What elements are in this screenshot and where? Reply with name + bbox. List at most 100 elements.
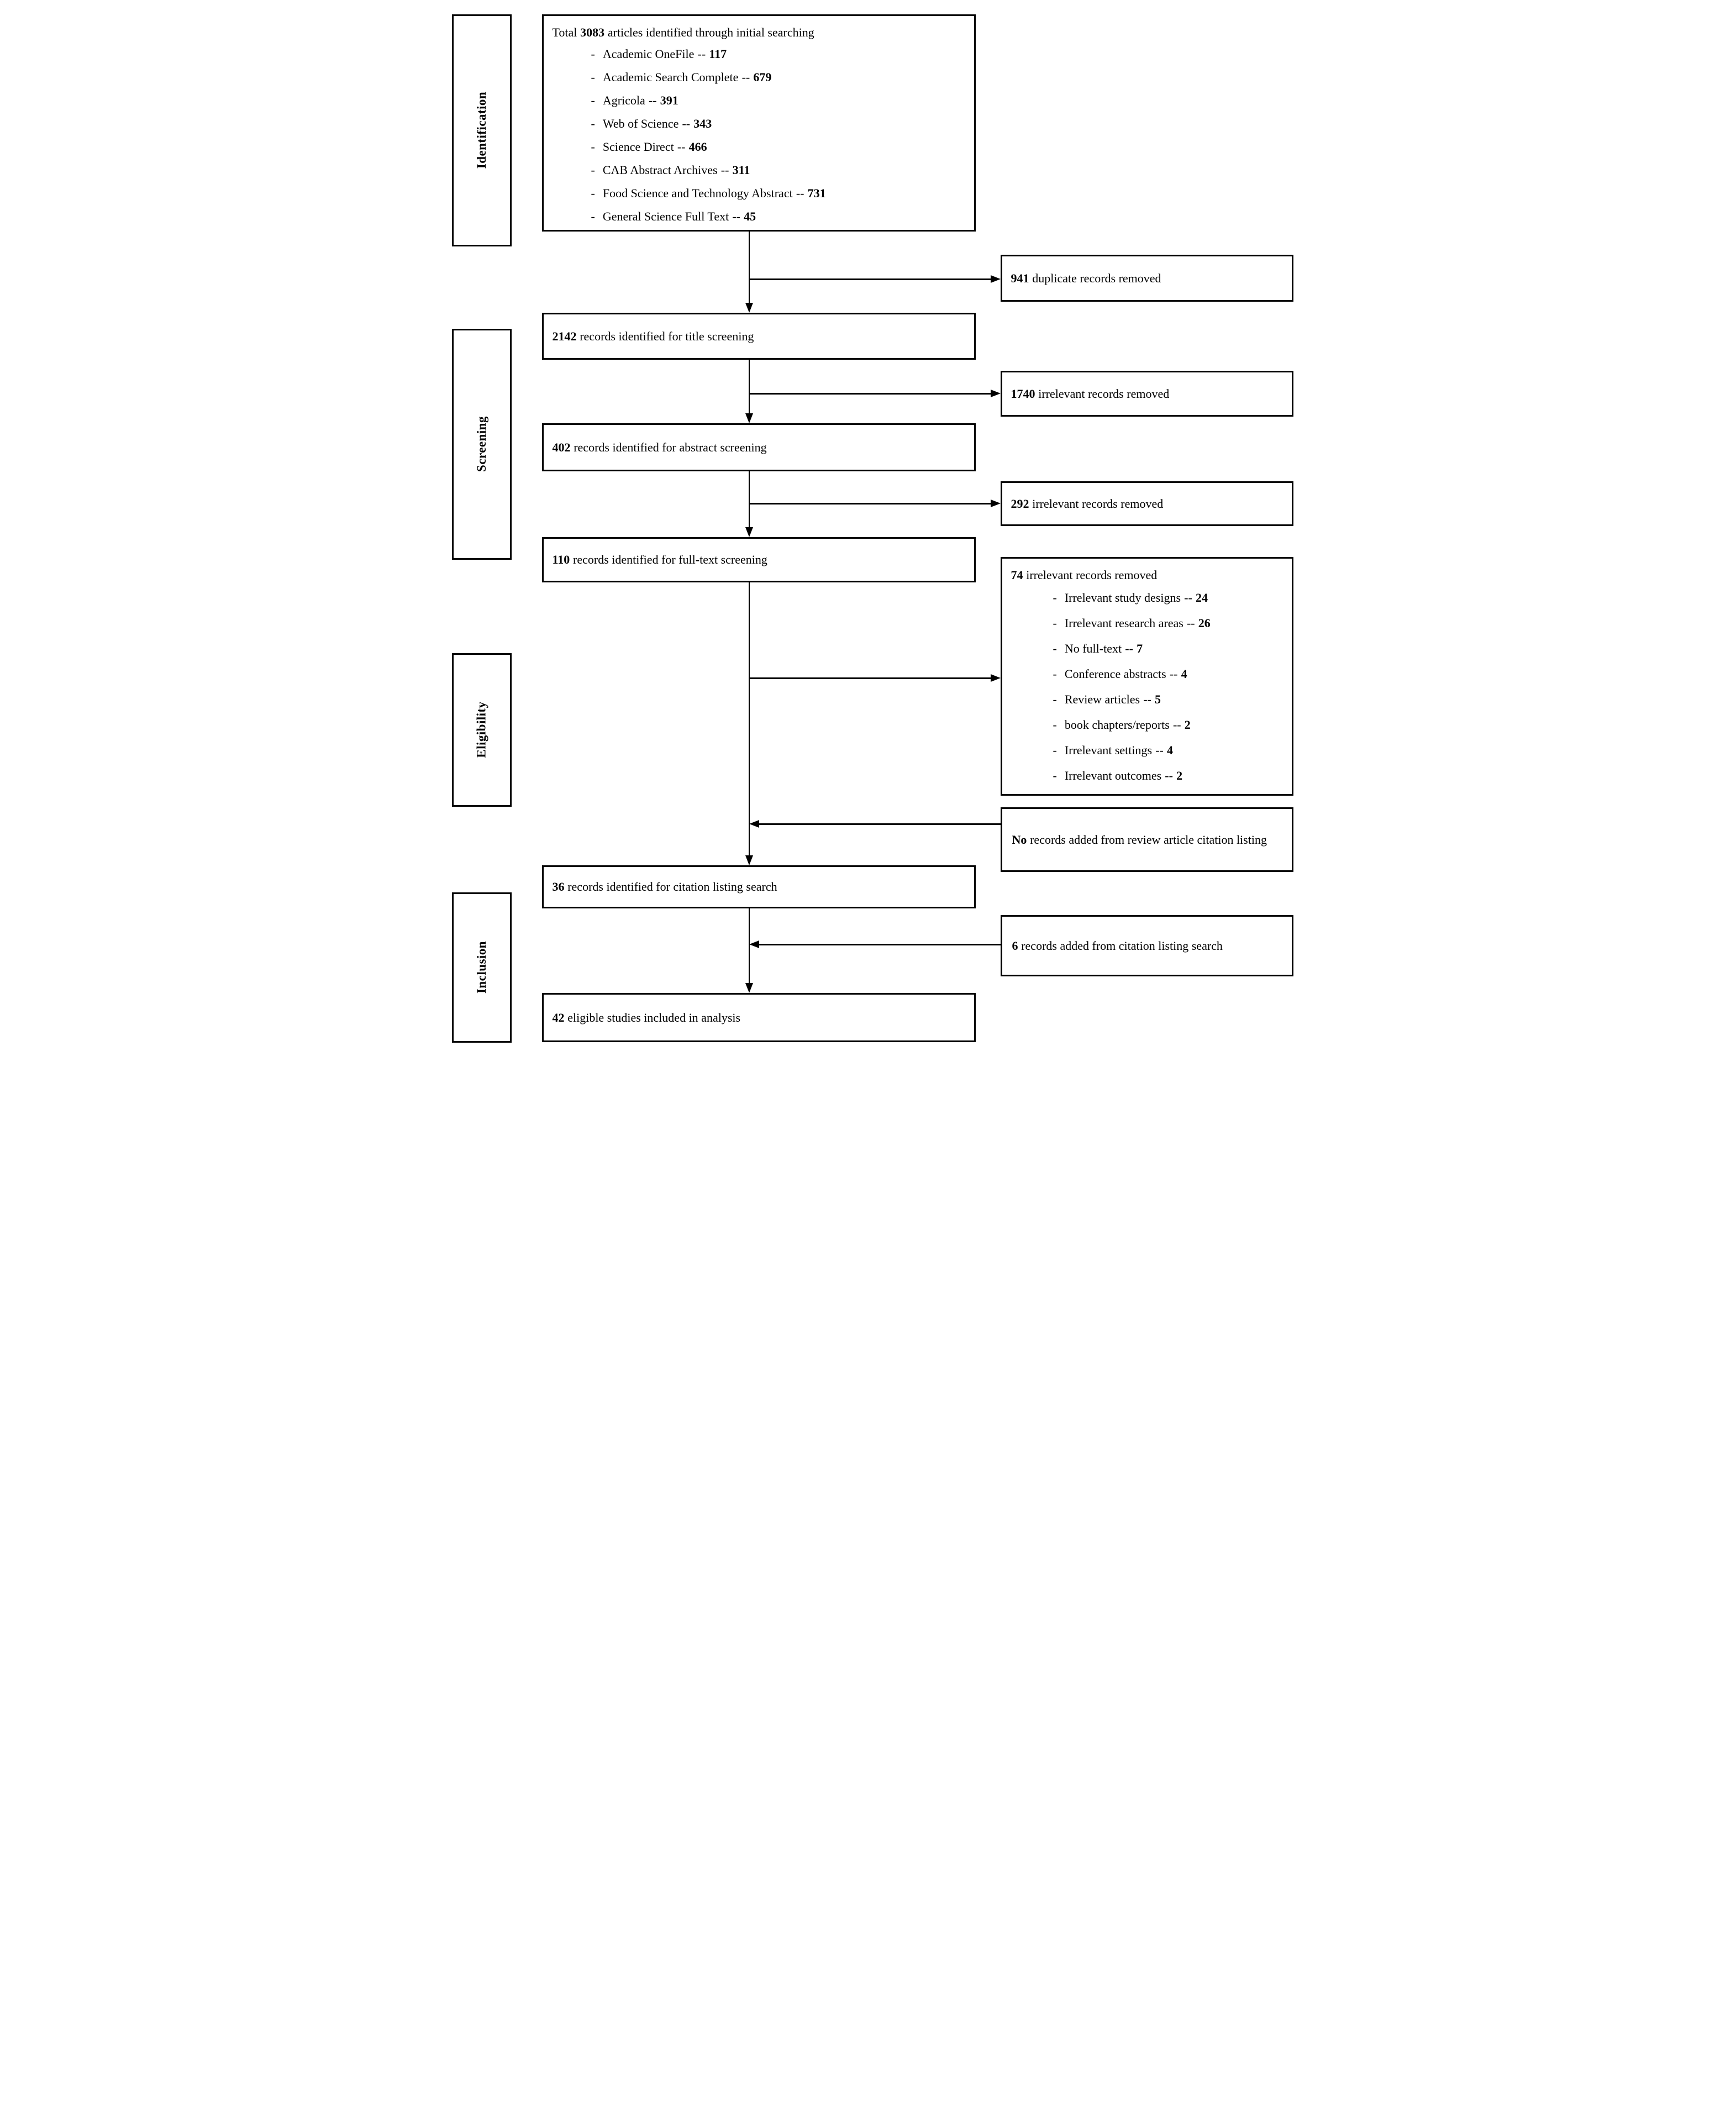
removal-reason-label: Irrelevant outcomes <box>1064 769 1162 783</box>
bullet-dash: - <box>1053 718 1057 732</box>
fulltext-irrelevant-removed-title: 74 irrelevant records removed <box>1011 565 1283 585</box>
source-count: 117 <box>709 47 727 61</box>
connector-to-abstract-irrelevant-removed <box>749 503 991 504</box>
arrowhead-down-title-screening <box>745 303 753 313</box>
bullet-dash: - <box>591 47 595 61</box>
duplicates-removed-count: 941 <box>1011 271 1029 285</box>
removal-reason-label: Irrelevant settings <box>1064 743 1153 758</box>
removal-reason-count: 24 <box>1195 591 1208 605</box>
prisma-flow-diagram: Identification Screening Eligibility Inc… <box>434 0 1302 1056</box>
dash-separator: -- <box>1155 743 1164 758</box>
abstract-irrelevant-removed-text: irrelevant records removed <box>1032 496 1164 511</box>
source-count: 343 <box>693 117 712 131</box>
source-item: - Science Direct -- 466 <box>553 135 965 159</box>
connector-from-citation-added-box <box>758 944 1001 945</box>
removal-reason-item: - Conference abstracts -- 4 <box>1011 661 1283 687</box>
identification-title: Total 3083 articles identified through i… <box>553 23 965 43</box>
stage-label-eligibility: Eligibility <box>474 701 488 759</box>
stage-box-eligibility: Eligibility <box>451 653 512 807</box>
arrowhead-right-abstract-irrelevant-removed <box>990 500 1001 507</box>
arrowhead-left-review-citation <box>749 820 759 828</box>
stage-box-inclusion: Inclusion <box>451 892 512 1043</box>
dash-separator: -- <box>796 186 804 201</box>
bullet-dash: - <box>1053 692 1057 707</box>
bullet-dash: - <box>591 209 595 224</box>
source-label: Science Direct <box>602 140 674 154</box>
title-irrelevant-removed-text: irrelevant records removed <box>1038 386 1170 401</box>
source-label: General Science Full Text <box>602 209 729 224</box>
connector-to-title-irrelevant-removed <box>749 393 991 395</box>
duplicates-removed-box: 941 duplicate records removed <box>1000 255 1293 302</box>
source-label: Academic OneFile <box>602 47 695 61</box>
source-count: 731 <box>807 186 826 201</box>
arrowhead-right-title-irrelevant-removed <box>990 390 1001 397</box>
removal-reason-count: 7 <box>1137 642 1143 656</box>
connector-abstract-to-fulltext <box>748 471 750 528</box>
arrowhead-down-included <box>745 983 753 993</box>
bullet-dash: - <box>1053 769 1057 783</box>
dash-separator: -- <box>1184 591 1192 605</box>
dash-separator: -- <box>732 209 741 224</box>
arrowhead-down-fulltext-screening <box>745 527 753 537</box>
source-item: - CAB Abstract Archives -- 311 <box>553 159 965 182</box>
source-item: - Academic Search Complete -- 679 <box>553 66 965 89</box>
review-citation-added-count: No <box>1012 833 1027 847</box>
bullet-dash: - <box>1053 616 1057 630</box>
dash-separator: -- <box>648 93 657 108</box>
removal-reason-item: - Irrelevant outcomes -- 2 <box>1011 763 1283 789</box>
bullet-dash: - <box>591 70 595 85</box>
source-label: Academic Search Complete <box>602 70 739 85</box>
source-label: Food Science and Technology Abstract <box>602 186 793 201</box>
fulltext-removal-reason-list: - Irrelevant study designs -- 24 - Irrel… <box>1011 585 1283 789</box>
connector-fulltext-to-citation-search <box>748 582 750 856</box>
abstract-screening-text: records identified for abstract screenin… <box>574 440 767 454</box>
title-irrelevant-removed-count: 1740 <box>1011 386 1035 401</box>
arrowhead-down-citation-search <box>745 855 753 865</box>
removal-reason-item: - Review articles -- 5 <box>1011 687 1283 712</box>
dash-separator: -- <box>720 163 729 177</box>
dash-separator: -- <box>677 140 686 154</box>
fulltext-screening-count: 110 <box>552 553 570 567</box>
source-item: - Agricola -- 391 <box>553 89 965 112</box>
removal-reason-item: - Irrelevant research areas -- 26 <box>1011 611 1283 636</box>
arrowhead-right-fulltext-irrelevant-removed <box>990 674 1001 682</box>
removal-reason-label: book chapters/reports <box>1064 718 1170 732</box>
included-studies-box: 42 eligible studies included in analysis <box>541 993 976 1042</box>
bullet-dash: - <box>591 117 595 131</box>
identification-sources-box: Total 3083 articles identified through i… <box>541 14 976 232</box>
title-screening-text: records identified for title screening <box>580 329 754 343</box>
dash-separator: -- <box>1143 692 1151 707</box>
removal-reason-label: Irrelevant research areas <box>1064 616 1183 630</box>
title-irrelevant-removed-box: 1740 irrelevant records removed <box>1000 371 1293 417</box>
source-count: 679 <box>753 70 772 85</box>
arrowhead-down-abstract-screening <box>745 413 753 423</box>
bullet-dash: - <box>1053 743 1057 758</box>
bullet-dash: - <box>591 93 595 108</box>
connector-to-duplicates-removed <box>749 278 991 280</box>
abstract-screening-box: 402 records identified for abstract scre… <box>541 423 976 471</box>
source-count: 45 <box>744 209 756 224</box>
arrowhead-left-citation-added <box>749 940 759 948</box>
source-item: - Academic OneFile -- 117 <box>553 43 965 66</box>
source-label: CAB Abstract Archives <box>602 163 718 177</box>
removal-reason-label: No full-text <box>1064 642 1122 656</box>
review-citation-added-text: records added from review article citati… <box>1030 833 1267 847</box>
citation-search-box: 36 records identified for citation listi… <box>541 865 976 908</box>
stage-label-screening: Screening <box>474 416 488 472</box>
removal-reason-item: - Irrelevant study designs -- 24 <box>1011 585 1283 611</box>
source-count: 311 <box>732 163 750 177</box>
stage-label-inclusion: Inclusion <box>474 941 488 994</box>
dash-separator: -- <box>1172 718 1181 732</box>
stage-box-screening: Screening <box>451 329 512 560</box>
source-count: 391 <box>660 93 678 108</box>
fulltext-irrelevant-removed-text: irrelevant records removed <box>1026 568 1158 582</box>
removal-reason-label: Irrelevant study designs <box>1064 591 1181 605</box>
fulltext-screening-box: 110 records identified for full-text scr… <box>541 537 976 582</box>
bullet-dash: - <box>1053 591 1057 605</box>
abstract-screening-count: 402 <box>552 440 571 454</box>
identification-total-count: 3083 <box>580 25 605 40</box>
dash-separator: -- <box>1165 769 1173 783</box>
source-item: - Web of Science -- 343 <box>553 112 965 135</box>
bullet-dash: - <box>591 163 595 177</box>
